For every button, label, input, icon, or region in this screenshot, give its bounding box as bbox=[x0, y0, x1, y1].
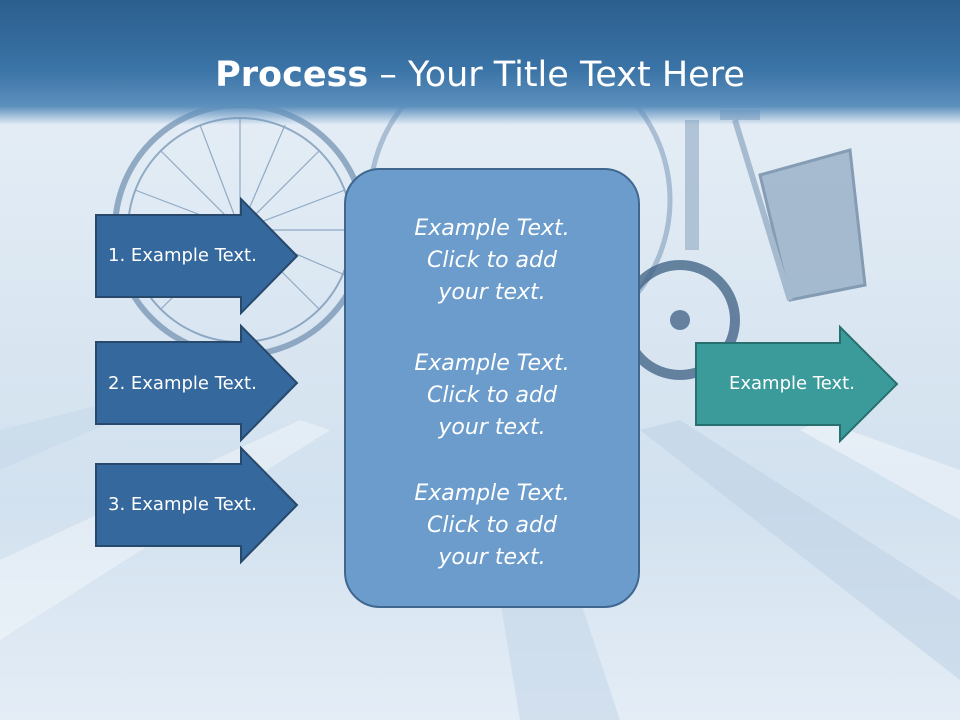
center-block-2-line-1: Example Text. bbox=[414, 351, 570, 376]
center-block-3-line-1: Example Text. bbox=[414, 481, 570, 506]
title-bold: Process bbox=[215, 55, 369, 95]
center-text-block-1[interactable]: Example Text. Click to add your text. bbox=[344, 213, 640, 309]
center-block-1-line-1: Example Text. bbox=[414, 216, 570, 241]
center-block-1-line-2: Click to add bbox=[427, 248, 557, 273]
center-block-2-line-3: your text. bbox=[438, 415, 546, 440]
slide-title: Process – Your Title Text Here bbox=[0, 54, 960, 96]
input-arrow-2[interactable] bbox=[95, 323, 299, 443]
title-rest: – Your Title Text Here bbox=[368, 55, 745, 95]
center-block-1-line-3: your text. bbox=[438, 280, 546, 305]
center-process-box[interactable] bbox=[344, 168, 640, 608]
output-arrow-label: Example Text. bbox=[729, 373, 855, 394]
center-text-block-2[interactable]: Example Text. Click to add your text. bbox=[344, 348, 640, 444]
center-block-3-line-3: your text. bbox=[438, 545, 546, 570]
center-block-3-line-2: Click to add bbox=[427, 513, 557, 538]
center-block-2-line-2: Click to add bbox=[427, 383, 557, 408]
input-arrow-2-label: 2. Example Text. bbox=[108, 373, 257, 394]
title-bar bbox=[0, 0, 960, 125]
input-arrow-3[interactable] bbox=[95, 445, 299, 565]
output-arrow[interactable] bbox=[695, 324, 899, 444]
input-arrow-1-label: 1. Example Text. bbox=[108, 245, 257, 266]
center-text-block-3[interactable]: Example Text. Click to add your text. bbox=[344, 478, 640, 574]
input-arrow-1[interactable] bbox=[95, 196, 299, 316]
input-arrow-3-label: 3. Example Text. bbox=[108, 494, 257, 515]
footrest-icon bbox=[732, 119, 867, 302]
